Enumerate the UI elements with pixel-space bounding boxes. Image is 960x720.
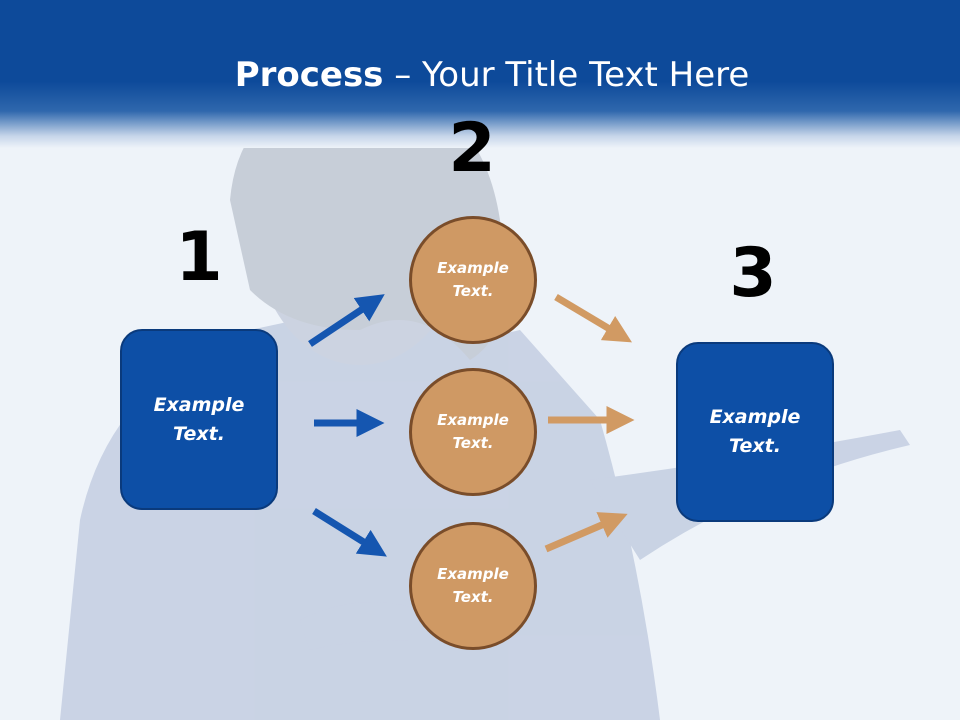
step-2-circle-middle: Example Text. <box>409 368 537 496</box>
step-2-label-bottom: Example Text. <box>437 565 509 606</box>
arrow-2c-to-3 <box>544 512 628 553</box>
step-number-1: 1 <box>175 218 223 297</box>
page-title: Process – Your Title Text Here <box>234 55 750 95</box>
step-1-label: Example Text. <box>153 393 245 445</box>
arrow-1-to-2c <box>312 508 387 557</box>
step-number-3: 3 <box>729 234 777 313</box>
step-2-circle-top: Example Text. <box>409 216 537 344</box>
step-number-2: 2 <box>448 109 496 188</box>
arrow-1-to-2a <box>308 294 385 347</box>
arrow-2a-to-3 <box>554 293 633 343</box>
step-3-label: Example Text. <box>709 406 801 457</box>
step-3-box: Example Text. <box>676 342 834 522</box>
step-1-box: Example Text. <box>120 329 278 510</box>
step-2-label-top: Example Text. <box>437 259 509 300</box>
header-band <box>0 0 960 148</box>
step-2-label-middle: Example Text. <box>437 411 509 452</box>
step-2-circle-bottom: Example Text. <box>409 522 537 650</box>
